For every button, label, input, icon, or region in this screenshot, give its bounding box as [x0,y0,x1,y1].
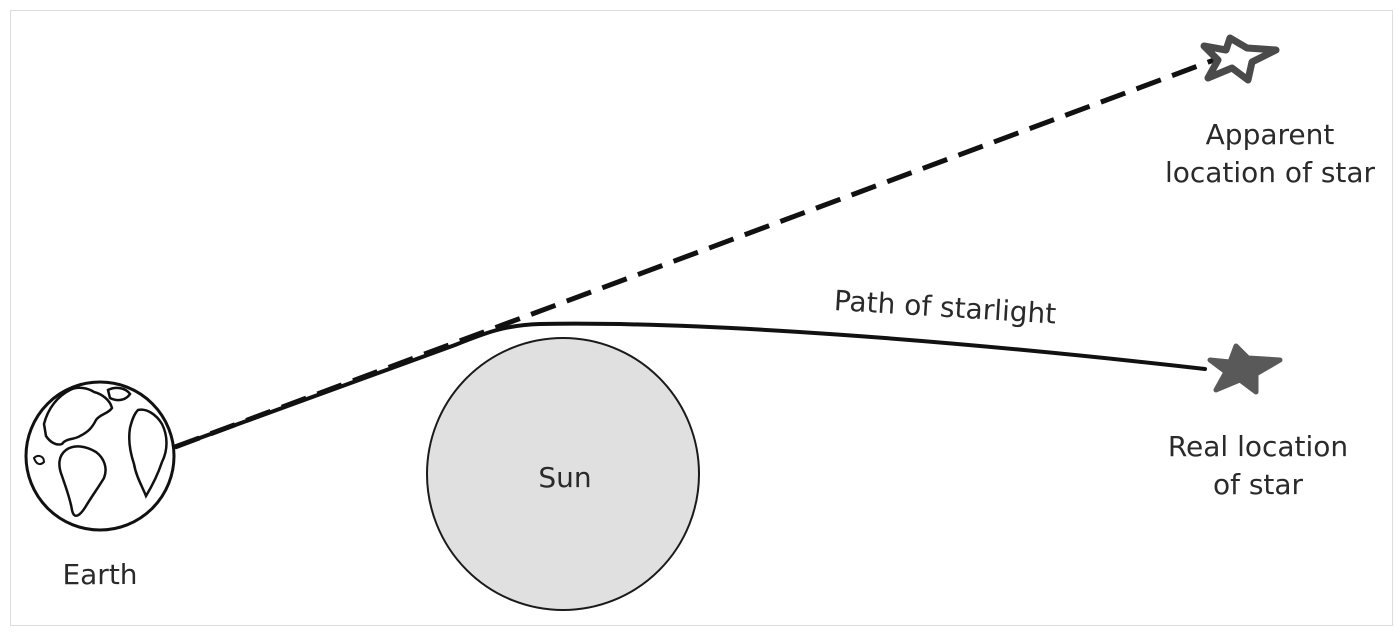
real-label-line-2: of star [1212,468,1304,501]
apparent-location-label: Apparent location of star [1150,116,1390,192]
apparent-sightline-dashed [174,54,1223,450]
diagram-frame [10,10,1393,626]
apparent-label-line-1: Apparent [1205,118,1335,151]
earth-globe-icon [24,380,176,532]
apparent-star-outline-icon [1200,34,1280,84]
starlight-path-curve [173,321,1207,449]
earth-label: Earth [62,558,138,591]
real-star-filled-icon [1207,343,1283,395]
sun-circle [426,337,700,611]
apparent-label-line-2: location of star [1164,156,1376,189]
real-label-line-1: Real location [1167,430,1349,463]
sun-label: Sun [538,461,592,494]
real-location-label: Real location of star [1138,428,1378,504]
